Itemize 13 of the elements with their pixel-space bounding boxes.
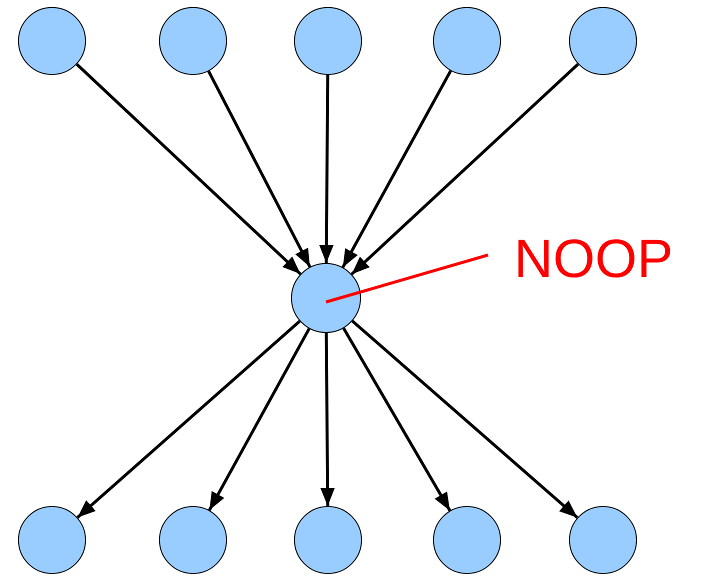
arrow [342, 327, 452, 512]
arrow [76, 63, 302, 276]
arrow [342, 70, 452, 268]
arrow [320, 332, 335, 506]
leader-line [326, 254, 488, 304]
arrow [208, 328, 310, 511]
arrow [350, 63, 580, 276]
arrow [351, 320, 578, 519]
node-label: NOOP [514, 232, 674, 286]
circle-node [291, 263, 361, 333]
arrow [207, 70, 312, 268]
arrow [319, 74, 334, 264]
arrow [76, 320, 301, 519]
